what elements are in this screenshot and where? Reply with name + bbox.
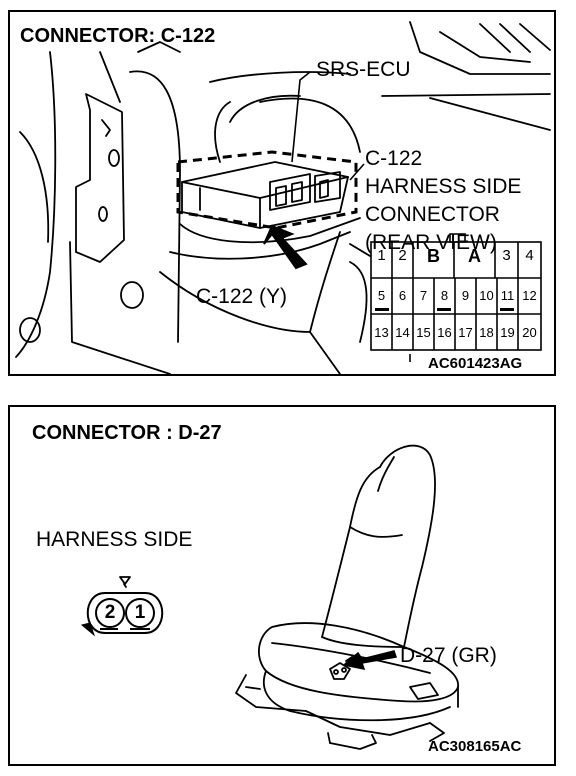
pin-17: 17 — [458, 325, 473, 340]
pin-16: 16 — [437, 325, 452, 340]
pin-1: 1 — [134, 602, 146, 623]
label-rear-view: (REAR VIEW) — [365, 231, 497, 254]
pin-14: 14 — [395, 325, 410, 340]
pin-13: 13 — [374, 325, 389, 340]
pin-12: 12 — [522, 288, 537, 303]
pin-7: 7 — [419, 288, 428, 303]
connector-d27-panel: CONNECTOR : D-27 HARNESS SIDE 2 1 D-27 (… — [8, 405, 556, 766]
pin-4: 4 — [525, 247, 534, 264]
label-connector: CONNECTOR — [365, 203, 500, 226]
pin-19: 19 — [500, 325, 515, 340]
pointer-arrow — [342, 650, 397, 670]
pin-20: 20 — [522, 325, 537, 340]
label-harness-side: HARNESS SIDE — [365, 175, 522, 198]
pin-6: 6 — [398, 288, 407, 303]
pin-1: 1 — [377, 247, 386, 264]
pin-9: 9 — [461, 288, 470, 303]
label-srs-ecu: SRS-ECU — [316, 58, 411, 81]
pointer-arrow — [263, 224, 308, 270]
panel1-title: CONNECTOR: C-122 — [20, 25, 216, 47]
seat-illustration — [80, 444, 459, 750]
d27-connector-face — [80, 592, 164, 637]
pin-3: 3 — [502, 247, 511, 264]
label-d27-gr: D-27 (GR) — [400, 644, 497, 667]
figure-code-1: AC601423AG — [428, 355, 523, 372]
pin-b: B — [427, 246, 440, 266]
label-c122: C-122 — [365, 147, 423, 170]
pin-8: 8 — [440, 288, 449, 303]
pin-11: 11 — [500, 288, 515, 303]
c122-connector-face — [370, 233, 542, 362]
srs-ecu-illustration — [15, 21, 551, 374]
label-c122-y: C-122 (Y) — [196, 285, 288, 308]
connector-c122-panel: CONNECTOR: C-122 SRS-ECU C-122 HARNESS S… — [8, 10, 556, 376]
pin-2: 2 — [104, 602, 116, 623]
pin-2: 2 — [398, 247, 407, 264]
panel2-title: CONNECTOR : D-27 — [32, 422, 222, 444]
pin-a: A — [468, 246, 481, 266]
figure-code-2: AC308165AC — [428, 738, 522, 755]
pin-5: 5 — [377, 288, 386, 303]
label-harness-side: HARNESS SIDE — [36, 528, 193, 551]
pin-18: 18 — [479, 325, 494, 340]
pin-15: 15 — [416, 325, 431, 340]
pin-10: 10 — [479, 288, 494, 303]
